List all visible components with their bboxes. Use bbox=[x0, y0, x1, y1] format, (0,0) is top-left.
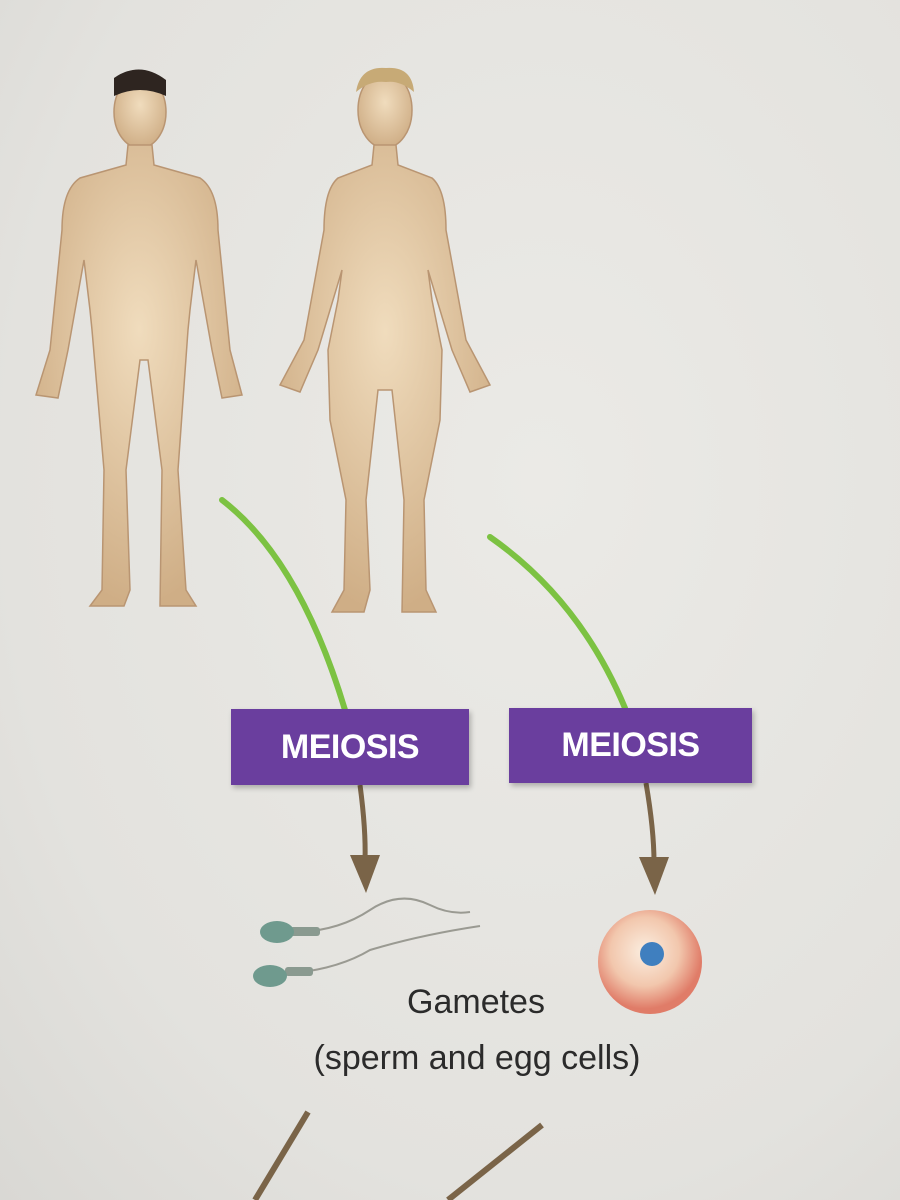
egg-cell bbox=[598, 910, 702, 1014]
meiosis-box-male: MEIOSIS bbox=[231, 709, 469, 785]
brown-line-right bbox=[446, 1122, 544, 1200]
green-lineage-line-female bbox=[487, 534, 628, 711]
gametes-sublabel: (sperm and egg cells) bbox=[313, 1039, 641, 1077]
meiosis-box-female: MEIOSIS bbox=[509, 708, 752, 783]
green-lineage-line-male bbox=[219, 497, 348, 713]
gametes-label: Gametes bbox=[407, 983, 545, 1021]
arrow-to-egg bbox=[639, 782, 669, 895]
sperm-cell bbox=[253, 925, 481, 987]
female-human-figure bbox=[278, 67, 492, 613]
brown-line-left bbox=[252, 1110, 311, 1200]
arrow-to-sperm bbox=[350, 784, 380, 893]
sperm-cell bbox=[260, 897, 471, 943]
male-human-figure bbox=[35, 69, 243, 607]
